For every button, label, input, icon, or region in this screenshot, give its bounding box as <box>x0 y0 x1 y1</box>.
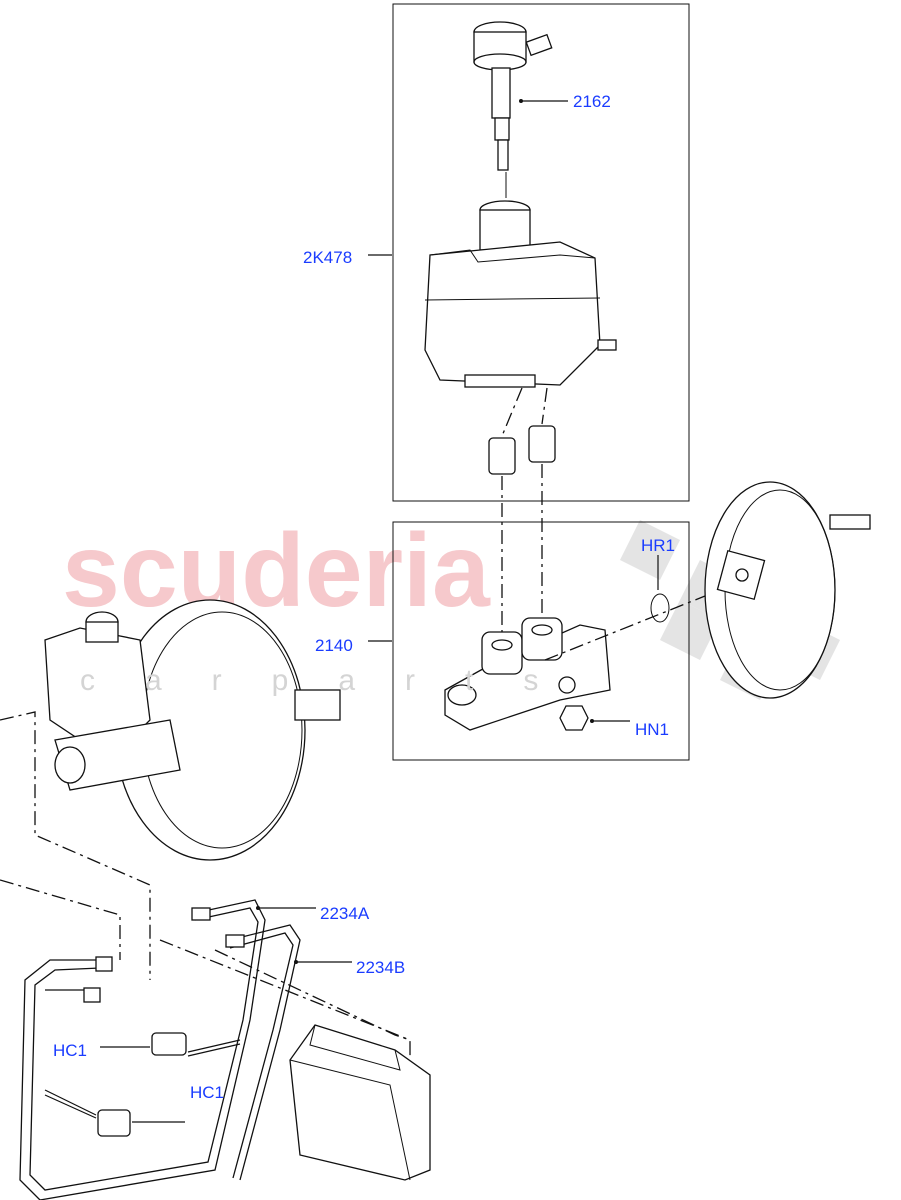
master-cylinder-group-box <box>392 521 690 761</box>
reservoir-group-box <box>392 3 690 502</box>
callout-HN1: HN1 <box>635 720 669 739</box>
brake-fluid-reservoir <box>424 200 617 388</box>
pipe-clip <box>97 1032 187 1137</box>
callout-HC1-lower: HC1 <box>190 1083 224 1102</box>
reservoir-cap-sensor <box>473 21 553 171</box>
callout-2162: 2162 <box>573 92 611 111</box>
callout-HR1: HR1 <box>641 536 675 555</box>
reservoir-grommets <box>488 425 556 475</box>
brake-booster-assembly-left <box>44 599 341 861</box>
watermark-subtext: carparts <box>80 664 588 697</box>
callout-HC1-upper: HC1 <box>53 1041 87 1060</box>
callout-2140: 2140 <box>315 636 353 655</box>
callout-2234B: 2234B <box>356 958 405 977</box>
hex-nut <box>559 705 589 731</box>
callout-2234A: 2234A <box>320 904 370 923</box>
watermark-text: scuderia <box>62 513 491 629</box>
brake-master-cylinder <box>444 617 611 731</box>
retaining-ring <box>650 593 670 623</box>
brake-booster-right <box>704 481 871 699</box>
abs-module <box>289 1024 431 1181</box>
callout-2K478: 2K478 <box>303 248 352 267</box>
brake-pipes <box>19 899 301 1200</box>
